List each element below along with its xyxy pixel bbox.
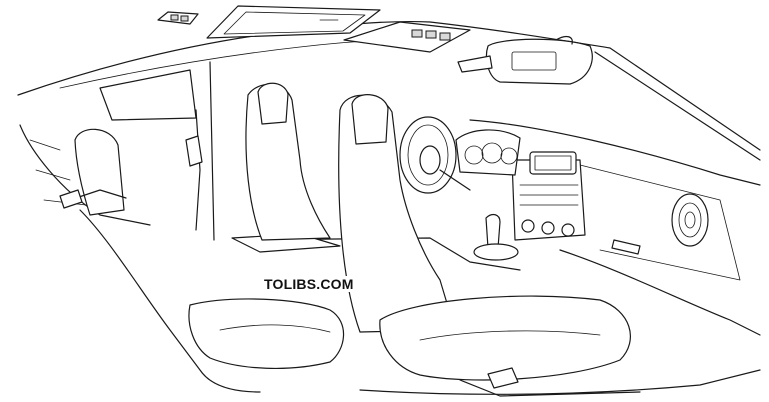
side-trim-2: [35, 169, 71, 181]
gauge-center: [481, 142, 503, 164]
rearview-mirror: [457, 55, 493, 73]
b-pillar: [209, 61, 215, 241]
driver-seat-cushion: [188, 298, 345, 369]
steering-column: [439, 169, 471, 191]
gauge-right: [500, 147, 518, 165]
driver-seat-stitch: [219, 324, 331, 333]
vanity-mirror: [511, 51, 557, 71]
seat-lever: [487, 367, 519, 389]
display-inner: [534, 155, 572, 171]
overhead-console-lamp-3: [439, 32, 451, 41]
front-seat-cushion: [379, 295, 631, 381]
air-vent-outer: [671, 193, 709, 247]
seatbelt-buckle: [185, 135, 203, 167]
dashboard-lower: [559, 249, 761, 336]
air-vent-core: [684, 211, 696, 229]
sunroof-inner: [223, 11, 366, 35]
map-light-button-1: [170, 14, 179, 21]
front-seat-base: [459, 379, 641, 397]
rear-seat-back: [245, 83, 331, 241]
map-light-button-2: [180, 15, 189, 22]
gauge-left: [464, 145, 484, 165]
overhead-console-lamp-1: [411, 29, 423, 38]
dashboard-face: [579, 164, 741, 281]
overhead-console-lamp-2: [425, 30, 437, 39]
sunroof-panel: [206, 5, 381, 39]
steering-wheel-hub: [419, 145, 441, 175]
overhead-console: [343, 21, 471, 53]
watermark-text: TOLIBS.COM: [262, 276, 356, 292]
driver-seatbelt-buckle: [59, 189, 83, 209]
rear-window-frame: [99, 69, 197, 121]
front-headrest: [351, 94, 389, 145]
climate-knob-2: [541, 221, 555, 235]
center-console: [239, 237, 521, 271]
dashboard-top: [469, 119, 761, 186]
air-vent-inner: [678, 202, 702, 238]
shifter-boot: [473, 243, 519, 261]
floor-line: [359, 369, 761, 395]
climate-knob-1: [521, 219, 535, 233]
driver-seat-side: [79, 209, 261, 393]
gear-shifter: [485, 213, 501, 249]
steering-wheel-inner: [407, 124, 449, 186]
display-screen: [529, 151, 577, 175]
climate-knob-3: [561, 223, 575, 237]
visor-clip: [555, 35, 573, 45]
a-pillar: [594, 51, 761, 161]
front-seat-stitch: [419, 330, 601, 341]
rear-seatbelt: [195, 109, 201, 231]
rear-headrest: [257, 82, 289, 125]
glovebox-handle: [611, 239, 641, 255]
sun-visor: [485, 38, 593, 85]
side-trim-1: [29, 139, 61, 151]
